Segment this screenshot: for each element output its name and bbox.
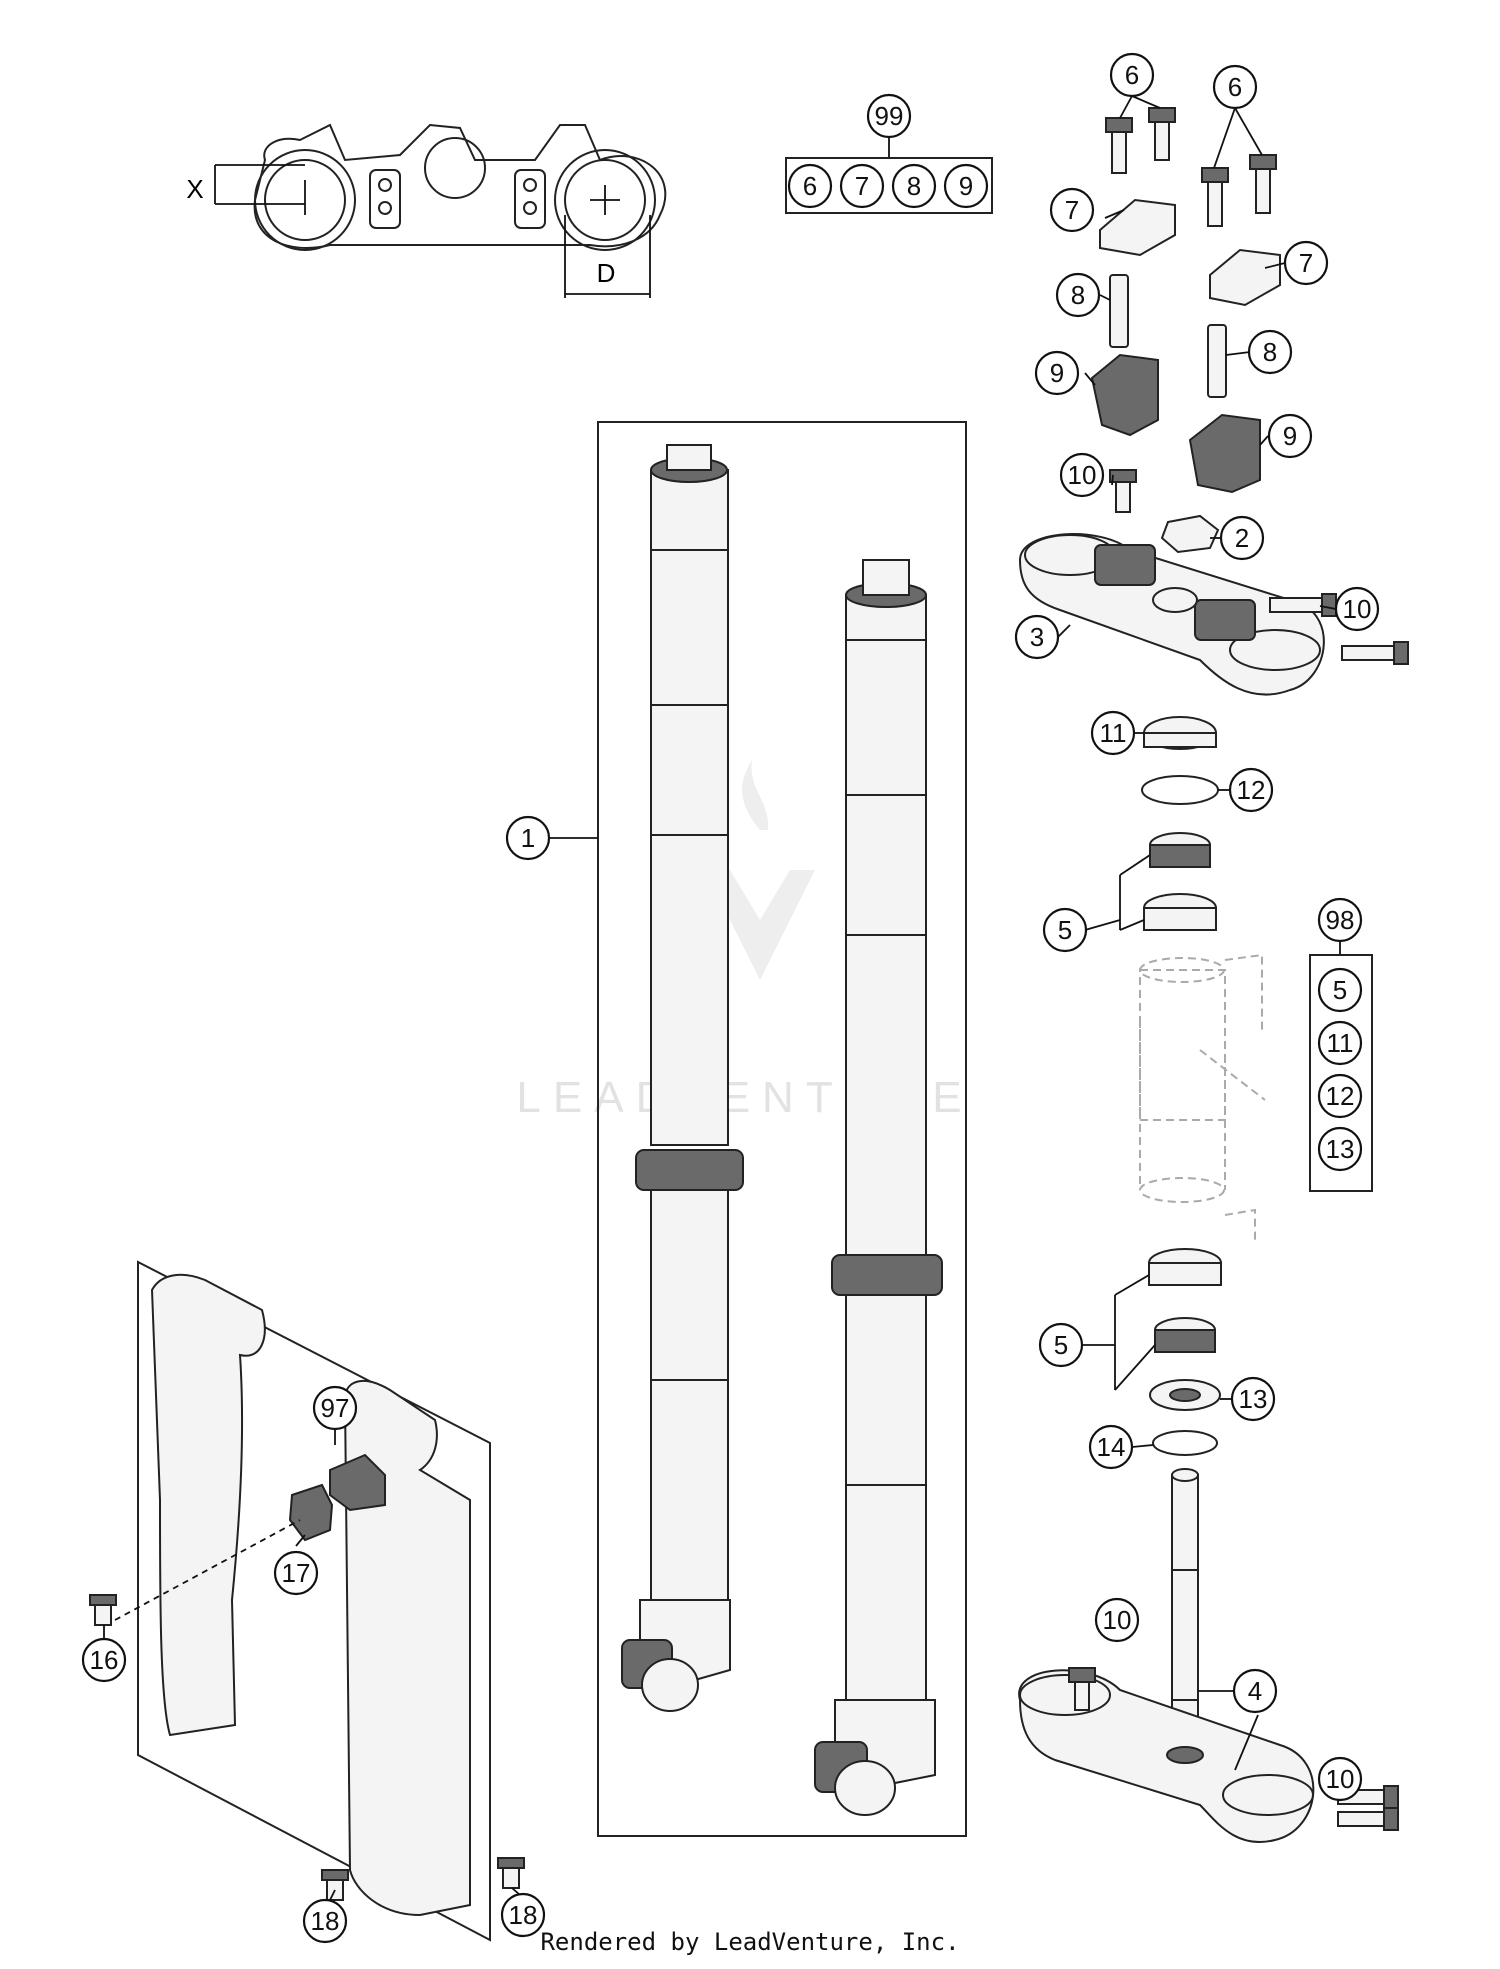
kit-98-item-11-label: 11 xyxy=(1327,1028,1354,1058)
kit-99-item-6-label: 6 xyxy=(803,171,817,201)
callout-7-right: 7 xyxy=(1283,240,1329,286)
kit-98-item-11: 11 xyxy=(1317,1020,1363,1066)
callout-2: 2 xyxy=(1219,515,1265,561)
callout-10-lower-clamp: 10 xyxy=(1094,1597,1140,1643)
kit-98-item-5-label: 5 xyxy=(1333,975,1347,1005)
fork-protector-panel xyxy=(89,1260,525,1942)
dimension-x-label: X xyxy=(186,174,203,204)
handlebar-clamps-top-7 xyxy=(1099,198,1281,307)
handlebar-risers-9 xyxy=(1090,353,1261,494)
kit-99-box xyxy=(785,137,993,214)
bolts-8 xyxy=(1109,274,1227,398)
callout-3-label: 3 xyxy=(1030,622,1044,652)
kit-98-item-5: 5 xyxy=(1317,967,1363,1013)
callout-6-right: 6 xyxy=(1212,64,1258,110)
callout-98: 98 xyxy=(1317,897,1363,943)
kit-99-item-9-label: 9 xyxy=(959,171,973,201)
callout-97-label: 97 xyxy=(321,1393,350,1423)
callout-7-right-label: 7 xyxy=(1299,248,1313,278)
callout-7-left-label: 7 xyxy=(1065,195,1079,225)
kit-99-item-7-label: 7 xyxy=(855,171,869,201)
callout-13-label: 13 xyxy=(1239,1384,1268,1414)
triple-clamp-dimension-drawing: X D xyxy=(186,123,667,298)
callout-14-label: 14 xyxy=(1097,1432,1126,1462)
callout-97: 97 xyxy=(312,1385,358,1431)
callout-4-label: 4 xyxy=(1248,1676,1262,1706)
callout-5-upper: 5 xyxy=(1042,907,1088,953)
callout-10-upper-bolts-label: 10 xyxy=(1343,594,1372,624)
callout-11-label: 11 xyxy=(1100,718,1127,748)
callout-8-left-label: 8 xyxy=(1071,280,1085,310)
callout-18-left-label: 18 xyxy=(311,1906,340,1936)
bearing-stack-upper xyxy=(1141,716,1219,931)
callout-8-right: 8 xyxy=(1247,329,1293,375)
callout-10-small-bolt: 10 xyxy=(1059,452,1105,498)
callout-2-label: 2 xyxy=(1235,523,1249,553)
callout-5-lower-label: 5 xyxy=(1054,1330,1068,1360)
callout-14: 14 xyxy=(1088,1424,1134,1470)
callout-17-label: 17 xyxy=(282,1558,311,1588)
callout-18-right: 18 xyxy=(500,1892,546,1938)
callout-9-right-label: 9 xyxy=(1283,421,1297,451)
kit-98-item-13-label: 13 xyxy=(1326,1134,1355,1164)
callout-99: 99 xyxy=(866,93,912,139)
callout-5-lower: 5 xyxy=(1038,1322,1084,1368)
callout-6-left: 6 xyxy=(1109,52,1155,98)
kit-99-item-8: 8 xyxy=(891,163,937,209)
callout-6-left-label: 6 xyxy=(1125,60,1139,90)
callout-7-left: 7 xyxy=(1049,187,1095,233)
callout-9-left-label: 9 xyxy=(1050,358,1064,388)
callout-3: 3 xyxy=(1014,614,1060,660)
bearing-stack-lower xyxy=(1148,1248,1222,1456)
bolts-6 xyxy=(1105,107,1277,227)
lower-triple-clamp-4 xyxy=(1018,1468,1315,1843)
callout-6-right-label: 6 xyxy=(1228,72,1242,102)
kit-99-item-9: 9 xyxy=(943,163,989,209)
callout-10-lower-bolts-label: 10 xyxy=(1326,1764,1355,1794)
callout-12-label: 12 xyxy=(1237,775,1266,805)
kit-99-item-8-label: 8 xyxy=(907,171,921,201)
callout-18-right-label: 18 xyxy=(509,1900,538,1930)
dimension-d-label: D xyxy=(597,258,616,288)
steering-head-dashed xyxy=(1139,953,1266,1240)
footer-credit: Rendered by LeadVenture, Inc. xyxy=(540,1928,960,1956)
callout-8-left: 8 xyxy=(1055,272,1101,318)
steering-nut-2 xyxy=(1160,514,1220,554)
callout-8-right-label: 8 xyxy=(1263,337,1277,367)
callout-10-upper-bolts: 10 xyxy=(1334,586,1380,632)
callout-98-label: 98 xyxy=(1326,905,1355,935)
bolts-10-upper xyxy=(1269,593,1409,665)
callout-12: 12 xyxy=(1228,767,1274,813)
leader-lines xyxy=(103,95,1341,1901)
callout-18-left: 18 xyxy=(302,1898,348,1944)
callout-4: 4 xyxy=(1232,1668,1278,1714)
kit-99-item-7: 7 xyxy=(839,163,885,209)
callout-10-small-bolt-label: 10 xyxy=(1068,460,1097,490)
callout-16: 16 xyxy=(81,1637,127,1683)
kit-99-item-6: 6 xyxy=(787,163,833,209)
bolt-10-small xyxy=(1109,469,1137,513)
fork-leg-left xyxy=(621,444,744,1712)
callout-13: 13 xyxy=(1230,1376,1276,1422)
callout-1: 1 xyxy=(505,815,551,861)
callout-9-right: 9 xyxy=(1267,413,1313,459)
callout-11: 11 xyxy=(1090,710,1136,756)
callout-17: 17 xyxy=(273,1550,319,1596)
callout-9-left: 9 xyxy=(1034,350,1080,396)
callout-5-upper-label: 5 xyxy=(1058,915,1072,945)
callout-16-label: 16 xyxy=(90,1645,119,1675)
callout-99-label: 99 xyxy=(875,101,904,131)
callout-10-lower-bolts: 10 xyxy=(1317,1756,1363,1802)
fork-leg-right xyxy=(814,559,943,1816)
callout-1-label: 1 xyxy=(521,823,535,853)
kit-98-item-12: 12 xyxy=(1317,1073,1363,1119)
kit-98-box xyxy=(1309,941,1373,1192)
upper-triple-clamp-3 xyxy=(1018,533,1325,696)
fork-assembly-frame xyxy=(597,421,967,1837)
kit-98-item-12-label: 12 xyxy=(1326,1081,1355,1111)
kit-98-item-13: 13 xyxy=(1317,1126,1363,1172)
callout-10-lower-clamp-label: 10 xyxy=(1103,1605,1132,1635)
